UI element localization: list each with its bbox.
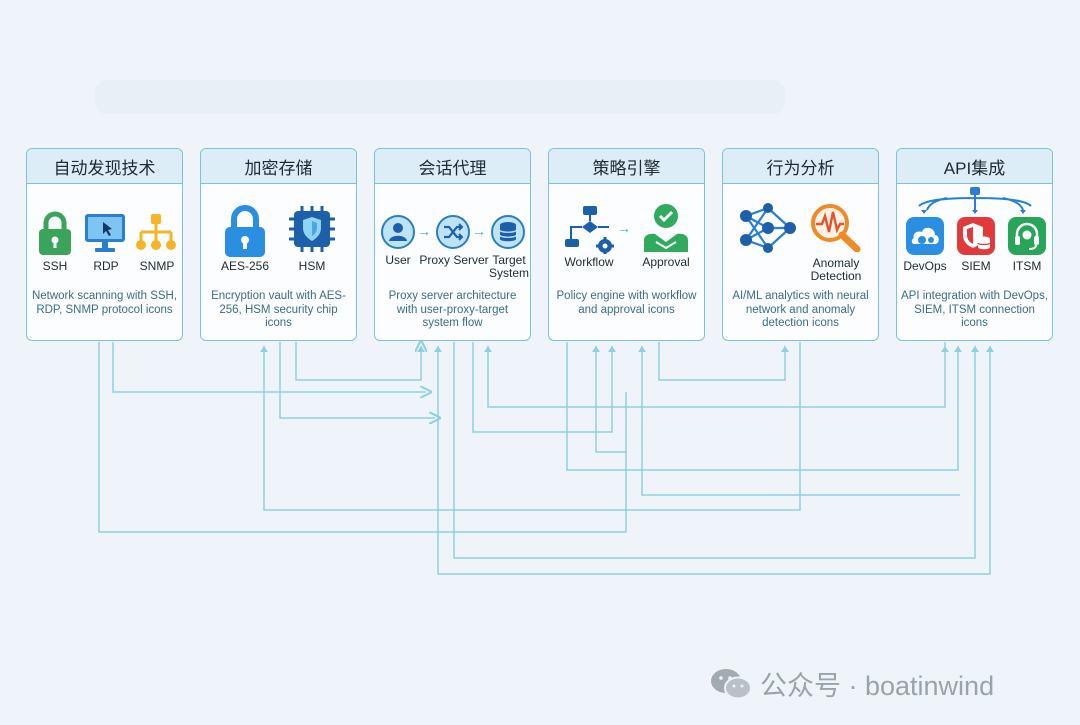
label-itsm: ITSM [1012, 259, 1042, 273]
card-description: AI/ML analytics with neural network and … [732, 290, 869, 329]
label-approval: Approval [642, 255, 690, 269]
label-hsm: HSM [298, 259, 326, 273]
connector-line [263, 342, 801, 511]
network-icon [136, 214, 176, 250]
card-title: 加密存储 [201, 149, 356, 184]
connector-line [641, 346, 960, 496]
label-anomaly-detection: Anomaly Detection [810, 256, 862, 283]
connector-line [112, 342, 426, 392]
connector-line [437, 346, 991, 575]
approval-icon [644, 204, 688, 252]
connector-line [566, 346, 959, 471]
label-ssh: SSH [42, 259, 68, 273]
anomaly-search-icon [811, 204, 861, 252]
lock-icon [39, 211, 71, 255]
card-description: Encryption vault with AES-256, HSM secur… [211, 290, 346, 329]
connector-line [295, 342, 421, 381]
card-title: 会话代理 [375, 149, 530, 184]
chip-shield-icon [289, 206, 335, 252]
flow-arrow-icon: → [617, 220, 631, 236]
card-title: API集成 [897, 149, 1052, 184]
watermark: 公众号 · boatinwind [710, 664, 994, 703]
connector-line [279, 342, 435, 418]
label-target-system: Target System [488, 253, 529, 280]
card-description: Proxy server architecture with user-prox… [388, 290, 517, 329]
connector-line [658, 342, 786, 381]
label-devops: DevOps [903, 259, 947, 273]
devops-icon [906, 217, 944, 255]
label-rdp: RDP [93, 259, 119, 273]
card-api-integration: API集成 DevOps SIEM ITSM API in [896, 148, 1053, 341]
label-siem: SIEM [961, 259, 991, 273]
card-title: 策略引擎 [549, 149, 704, 184]
connector-line [453, 342, 976, 559]
card-auto-discovery: 自动发现技术 SSH RDP SNMP Network scanning wit… [26, 148, 183, 341]
neural-network-icon [740, 203, 796, 253]
connector-line [472, 342, 613, 433]
label-proxy-server: Proxy Server [419, 253, 489, 267]
api-hub-icon [918, 187, 1032, 214]
label-workflow: Workflow [564, 255, 614, 269]
wechat-icon [711, 668, 752, 699]
card-policy-engine: 策略引擎 → Workflow Approval Policy engine w… [548, 148, 705, 341]
card-description: Policy engine with workflow and approval… [556, 290, 697, 316]
connector-line [487, 342, 946, 408]
flow-arrow-icon: → [472, 223, 486, 239]
title-blur [95, 80, 785, 114]
connector-line [98, 342, 627, 533]
flow-arrow-icon: → [417, 223, 431, 239]
user-icon [381, 215, 415, 249]
siem-icon [957, 217, 995, 255]
connector-line [595, 346, 627, 453]
card-behavior-analysis: 行为分析 Anomaly Detection AI/ML analytics w… [722, 148, 879, 341]
label-user: User [385, 253, 411, 267]
card-encrypted-storage: 加密存储 AES-256 HSM Encryption vault with A… [200, 148, 357, 341]
card-description: Network scanning with SSH, RDP, SNMP pro… [31, 290, 178, 316]
workflow-icon [565, 206, 614, 254]
watermark-text: 公众号 · boatinwind [760, 671, 995, 701]
label-snmp: SNMP [139, 259, 175, 273]
shuffle-icon [436, 215, 470, 249]
label-aes: AES-256 [220, 259, 270, 273]
card-description: API integration with DevOps, SIEM, ITSM … [901, 290, 1049, 329]
monitor-icon [85, 214, 125, 252]
itsm-icon [1008, 217, 1046, 255]
card-title: 自动发现技术 [27, 149, 182, 184]
database-icon [491, 215, 525, 249]
card-session-proxy: 会话代理 → → User Proxy Server Target System… [374, 148, 531, 341]
card-title: 行为分析 [723, 149, 878, 184]
lock-icon [225, 205, 265, 257]
